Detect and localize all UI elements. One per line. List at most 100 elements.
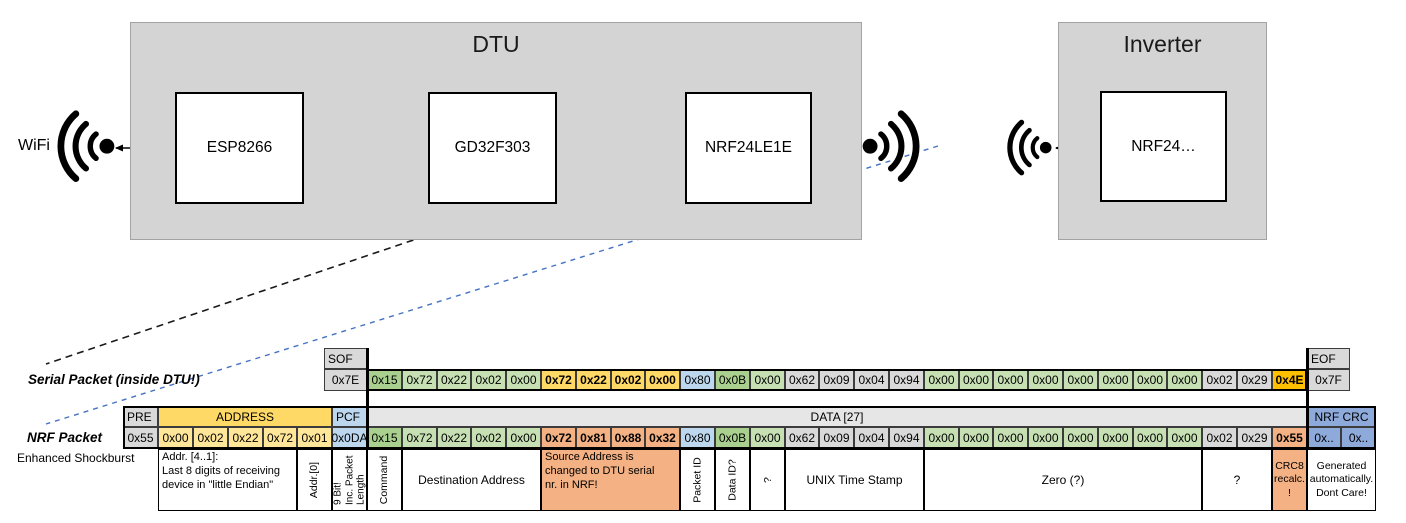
serial-byte-cell: 0x00 (750, 369, 785, 391)
serial-byte-cell: 0x4E (1272, 369, 1307, 391)
address-header-cell: ADDRESS (158, 406, 332, 427)
address-byte-cell: 0x72 (263, 427, 297, 449)
nrf-byte-cell: 0x00 (750, 427, 785, 449)
annotation-q1: ? (750, 449, 785, 511)
nrf-byte-cell: 0x09 (819, 427, 854, 449)
nrf-byte-cell: 0x00 (959, 427, 993, 449)
annotation-command: Command (367, 449, 402, 511)
serial-byte-cell: 0x00 (924, 369, 959, 391)
gd32f303-box: GD32F303 (428, 92, 557, 204)
annotation-pcf: 9 Bit! Inc. Packet Length (332, 449, 367, 511)
dtu-title: DTU (472, 31, 520, 57)
pcf-header-cell: PCF (332, 406, 367, 427)
serial-byte-cell: 0x00 (959, 369, 993, 391)
serial-byte-cell: 0x02 (1202, 369, 1237, 391)
nrf-byte-cell: 0x72 (402, 427, 437, 449)
nrf-byte-cell: 0x00 (924, 427, 959, 449)
enhanced-shockburst-label: Enhanced Shockburst (17, 451, 135, 465)
nrf-byte-cell: 0x00 (1167, 427, 1202, 449)
nrf-packet-label: NRF Packet (27, 430, 103, 445)
serial-byte-cell: 0x09 (819, 369, 854, 391)
serial-byte-cell: 0x62 (785, 369, 819, 391)
annotation-packet-id: Packet ID (680, 449, 715, 511)
annotation-crc8: CRC8 recalc. ! (1272, 449, 1307, 511)
nrf-crc-header-cell: NRF CRC (1307, 406, 1376, 427)
nrf-byte-cell: 0x32 (645, 427, 680, 449)
serial-byte-cell: 0x02 (611, 369, 645, 391)
nrf-byte-cell: 0x00 (993, 427, 1028, 449)
serial-byte-cell: 0x00 (1167, 369, 1202, 391)
address-byte-cell: 0x00 (158, 427, 193, 449)
pre-value-cell: 0x55 (123, 427, 158, 449)
nrf-byte-cell: 0x72 (541, 427, 576, 449)
crc-byte-cell: 0x.. (1341, 427, 1376, 449)
eof-header-cell: EOF (1307, 348, 1350, 369)
wifi-icon (57, 110, 115, 182)
wifi-icon (1007, 119, 1052, 176)
nrf-byte-cell: 0x94 (889, 427, 924, 449)
serial-byte-cell: 0x22 (576, 369, 611, 391)
serial-byte-cell: 0x22 (437, 369, 471, 391)
nrf-byte-cell: 0x00 (1028, 427, 1063, 449)
serial-byte-cell: 0x72 (541, 369, 576, 391)
address-byte-cell: 0x01 (297, 427, 332, 449)
serial-byte-cell: 0x02 (471, 369, 506, 391)
address-byte-cell: 0x02 (193, 427, 228, 449)
nrf-byte-cell: 0x02 (1202, 427, 1237, 449)
annotation-unix: UNIX Time Stamp (785, 449, 924, 511)
nrf-byte-cell: 0x04 (854, 427, 889, 449)
pcf-value-cell: 0x0DA (331, 427, 368, 449)
nrf-byte-cell: 0x80 (680, 427, 715, 449)
data-header-cell: DATA [27] (367, 406, 1307, 427)
nrf-byte-cell: 0x81 (576, 427, 611, 449)
nrf-byte-cell: 0x15 (367, 427, 402, 449)
nrf-byte-cell: 0x00 (506, 427, 541, 449)
serial-byte-cell: 0x80 (680, 369, 715, 391)
serial-byte-cell: 0x0B (715, 369, 750, 391)
eof-value-cell: 0x7F (1307, 369, 1350, 391)
serial-byte-cell: 0x15 (367, 369, 402, 391)
serial-byte-cell: 0x04 (854, 369, 889, 391)
serial-byte-cell: 0x72 (402, 369, 437, 391)
esp8266-box: ESP8266 (175, 92, 304, 204)
serial-byte-cell: 0x00 (1098, 369, 1133, 391)
sof-header-cell: SOF (324, 348, 367, 369)
sof-value-cell: 0x7E (324, 369, 367, 391)
annotation-data-id: Data ID? (715, 449, 750, 511)
serial-byte-cell: 0x00 (1133, 369, 1167, 391)
serial-byte-cell: 0x00 (993, 369, 1028, 391)
annotation-addr41: Addr. [4..1]: Last 8 digits of receiving… (158, 449, 297, 511)
pre-header-cell: PRE (123, 406, 158, 427)
crc-byte-cell: 0x.. (1307, 427, 1341, 449)
annotation-q2: ? (1202, 449, 1272, 511)
serial-packet-label: Serial Packet (inside DTU!) (28, 372, 200, 387)
annotation-dest: Destination Address (402, 449, 541, 511)
serial-byte-cell: 0x00 (1063, 369, 1098, 391)
nrf-byte-cell: 0x02 (471, 427, 506, 449)
serial-byte-cell: 0x00 (645, 369, 680, 391)
serial-byte-cell: 0x94 (889, 369, 924, 391)
wifi-icon (862, 110, 920, 182)
nrf-byte-cell: 0x22 (437, 427, 471, 449)
serial-byte-cell: 0x00 (506, 369, 541, 391)
annotation-generated: Generated automatically. Dont Care! (1307, 449, 1376, 511)
nrf-byte-cell: 0x0B (715, 427, 750, 449)
nrf-byte-cell: 0x00 (1133, 427, 1167, 449)
annotation-zero: Zero (?) (924, 449, 1202, 511)
annotation-addr0: Addr.[0] (297, 449, 332, 511)
inverter-title: Inverter (1123, 31, 1202, 57)
nrf-byte-cell: 0x00 (1063, 427, 1098, 449)
address-byte-cell: 0x22 (228, 427, 263, 449)
nrf-byte-cell: 0x00 (1098, 427, 1133, 449)
serial-byte-cell: 0x29 (1237, 369, 1272, 391)
nrf-byte-cell: 0x55 (1272, 427, 1307, 449)
data-region-right-bar (1305, 348, 1309, 449)
nrf-byte-cell: 0x29 (1237, 427, 1272, 449)
annotation-source: Source Address is changed to DTU serial … (541, 449, 680, 511)
wifi-label: WiFi (18, 137, 50, 154)
data-region-left-bar (365, 348, 369, 449)
inverter-nrf24-box: NRF24… (1100, 91, 1227, 202)
nrf24le1e-box: NRF24LE1E (685, 92, 812, 204)
nrf-byte-cell: 0x62 (785, 427, 819, 449)
